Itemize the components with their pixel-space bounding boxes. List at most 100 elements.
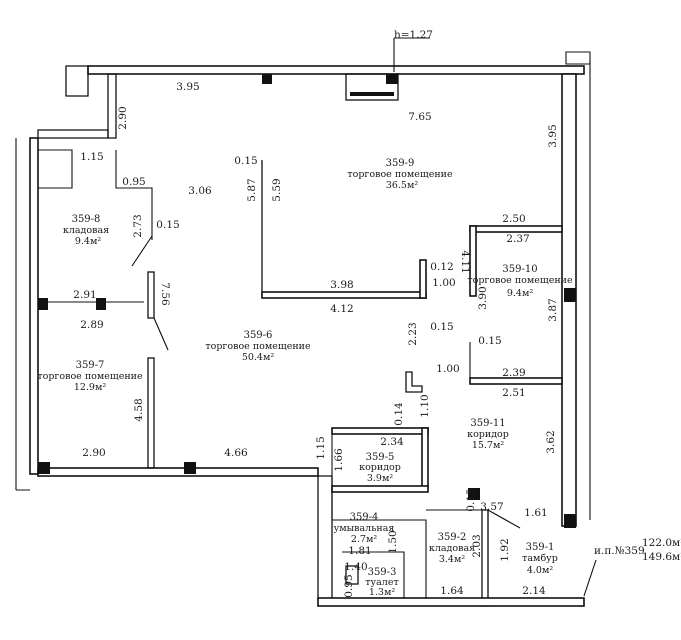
column xyxy=(386,74,398,84)
dim-label: 3.90 xyxy=(477,286,489,309)
column xyxy=(184,462,196,474)
room-1-diagonal xyxy=(487,509,521,529)
dim-label: 5.59 xyxy=(271,178,283,201)
dim-label: 3.98 xyxy=(330,279,353,291)
room-8-wall xyxy=(38,149,73,189)
dimension-labels: 3.95 7.65 2.90 3.95 1.15 0.95 3.06 0.15 … xyxy=(73,81,559,598)
room-10-left-wall xyxy=(469,225,477,297)
room-359-3: 359-3 туалет 1.3м² xyxy=(365,567,398,598)
dim-label: 1.10 xyxy=(419,394,431,417)
column xyxy=(262,74,272,84)
dim-label: 1.50 xyxy=(387,530,399,553)
room-3-fixture xyxy=(345,565,359,585)
room-name: кладовая xyxy=(63,225,109,236)
room-area: 9.4м² xyxy=(75,236,101,247)
room-area: 3.4м² xyxy=(439,554,465,565)
room-359-8: 359-8 кладовая 9.4м² xyxy=(63,214,109,247)
room-8-diagonal xyxy=(131,235,153,267)
dim-label: 1.15 xyxy=(80,151,103,163)
dim-label: 2.50 xyxy=(502,213,525,225)
room-name: тамбур xyxy=(522,553,558,564)
dim-label: 3.06 xyxy=(188,185,212,197)
dim-label: 7.65 xyxy=(408,111,431,123)
room-10-bottom-wall xyxy=(469,377,563,385)
room-area: 12.9м² xyxy=(74,382,107,393)
column xyxy=(38,298,48,310)
dim-label: 0.15 xyxy=(478,335,501,347)
summary-block: и.п.№359 122.0м² 149.6м² xyxy=(594,537,681,563)
room-name: коридор xyxy=(467,429,509,440)
dim-label: 2.39 xyxy=(502,367,525,379)
dim-label: 0.15 xyxy=(156,219,179,231)
dim-label: 1.64 xyxy=(440,585,464,597)
dim-label: 1.92 xyxy=(499,538,511,561)
dim-label: 1.00 xyxy=(432,277,455,289)
room-area: 4.0м² xyxy=(527,565,553,576)
dim-label: 2.37 xyxy=(506,233,529,245)
room-359-2: 359-2 кладовая 3.4м² xyxy=(429,532,475,565)
room-id: 359-4 xyxy=(350,512,379,523)
room-359-7: 359-7 торговое помещение 12.9м² xyxy=(37,360,143,393)
dim-label: 3.57 xyxy=(480,501,503,513)
dim-label: 2.90 xyxy=(117,106,129,129)
column xyxy=(468,488,480,500)
room-name: туалет xyxy=(365,577,398,588)
room-359-4: 359-4 умывальная 2.7м² xyxy=(334,512,395,545)
room-area: 1.3м² xyxy=(369,587,395,598)
room-359-9: 359-9 торговое помещение 36.5м² xyxy=(347,158,453,191)
room-5-top-wall xyxy=(331,427,429,435)
room-id: 359-1 xyxy=(526,542,555,553)
dim-label: 1.81 xyxy=(348,545,371,557)
left-wall xyxy=(29,137,39,475)
bottom-wall xyxy=(317,597,585,607)
room-359-6: 359-6 торговое помещение 50.4м² xyxy=(205,330,311,363)
summary-area-1: 122.0м² xyxy=(642,537,681,549)
dim-label: 3.62 xyxy=(545,430,557,453)
room-area: 9.4м² xyxy=(507,288,533,299)
room-area: 3.9м² xyxy=(367,473,393,484)
top-left-corner-wall xyxy=(65,65,89,97)
room-name: кладовая xyxy=(429,543,475,554)
dim-label: 1.61 xyxy=(524,507,547,519)
column xyxy=(96,298,106,310)
dim-label: 4.12 xyxy=(330,303,353,315)
dim-label: 0.95 xyxy=(122,176,145,188)
room-id: 359-9 xyxy=(386,158,415,169)
dim-label: 0.15 xyxy=(430,321,453,333)
room-name: торговое помещение xyxy=(205,341,311,352)
dim-label: 4.58 xyxy=(133,398,145,421)
room-3-wall xyxy=(342,551,405,600)
room-area: 15.7м² xyxy=(472,440,505,451)
room-id: 359-10 xyxy=(502,264,537,275)
corner-piece xyxy=(405,371,423,393)
room-id: 359-3 xyxy=(368,567,397,578)
inner-wall-stub xyxy=(419,259,427,299)
dim-label: 1.66 xyxy=(333,448,345,472)
room-359-1: 359-1 тамбур 4.0м² xyxy=(522,542,558,576)
room-name: торговое помещение xyxy=(37,371,143,382)
dim-label: 2.90 xyxy=(82,447,105,459)
room-id: 359-11 xyxy=(470,418,505,429)
room-labels: 359-9 торговое помещение 36.5м² 359-8 кл… xyxy=(37,158,573,598)
room-7-divider xyxy=(147,271,155,319)
dim-label: 0.95 xyxy=(343,574,355,597)
room-name: торговое помещение xyxy=(467,275,573,286)
room-359-11: 359-11 коридор 15.7м² xyxy=(467,418,509,451)
entrance-line xyxy=(583,559,597,606)
room-id: 359-5 xyxy=(366,452,395,463)
room-area: 2.7м² xyxy=(351,534,377,545)
dim-label: 3.95 xyxy=(176,81,199,93)
dim-label: 3.95 xyxy=(547,124,559,147)
column xyxy=(564,514,576,528)
dim-label: 4.11 xyxy=(459,250,471,273)
dim-label: 0.12 xyxy=(430,261,453,273)
dim-label: 7.56 xyxy=(159,282,171,306)
dim-label: 0.15 xyxy=(465,488,477,511)
dim-label: 3.87 xyxy=(547,298,559,321)
room-4-wall xyxy=(332,519,427,600)
bottom-left-wall xyxy=(37,467,319,477)
column xyxy=(564,288,576,302)
column xyxy=(38,462,50,474)
room-name: торговое помещение xyxy=(347,169,453,180)
